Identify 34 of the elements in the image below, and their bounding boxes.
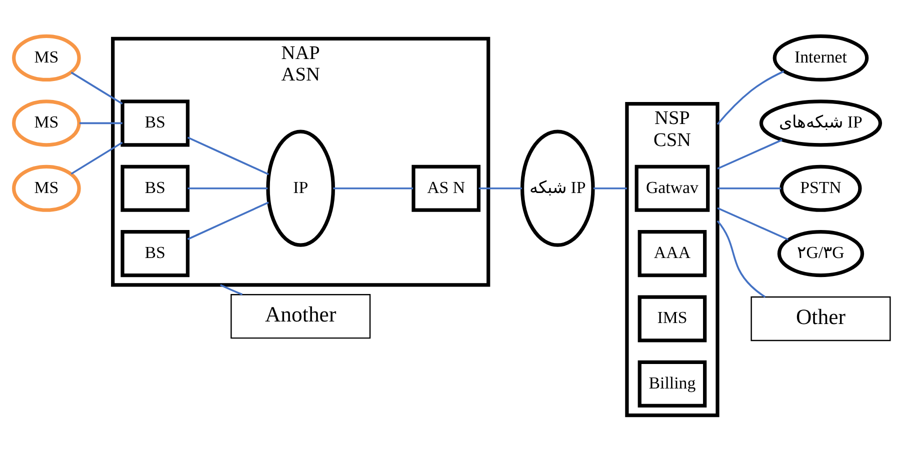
node-box: AAA <box>637 230 706 277</box>
node-box: Another <box>230 294 370 338</box>
node-box: AS N <box>411 164 480 212</box>
node-ellipse: MS <box>12 99 80 146</box>
connector <box>716 138 782 170</box>
node-box: IMS <box>637 294 706 342</box>
connector <box>70 71 122 104</box>
connector <box>716 206 788 240</box>
node-box: BS <box>120 230 189 277</box>
connector <box>332 186 413 189</box>
node-ellipse: IP <box>266 129 334 246</box>
connector <box>478 186 522 189</box>
connector <box>186 136 268 175</box>
connector <box>716 220 766 298</box>
node-box: BS <box>120 164 189 212</box>
node-box: Other <box>750 296 890 341</box>
node-ellipse: Internet <box>772 34 868 81</box>
connector <box>186 201 268 240</box>
connector <box>716 70 784 124</box>
node-ellipse: شبکه‌های IP <box>758 99 882 146</box>
connector <box>187 186 268 189</box>
node-ellipse: ۲G/۳G <box>776 230 864 277</box>
node-box: Gatwav <box>634 164 710 212</box>
node-ellipse: PSTN <box>779 164 862 212</box>
connector <box>592 186 626 189</box>
connector <box>717 186 781 189</box>
node-box: BS <box>120 99 189 146</box>
node-ellipse: MS <box>12 34 80 81</box>
node-box: Billing <box>637 360 706 407</box>
connector <box>219 284 242 295</box>
node-ellipse: شبکه IP <box>520 129 594 246</box>
node-ellipse: MS <box>12 164 80 212</box>
connector <box>70 141 122 174</box>
connector <box>79 122 122 124</box>
